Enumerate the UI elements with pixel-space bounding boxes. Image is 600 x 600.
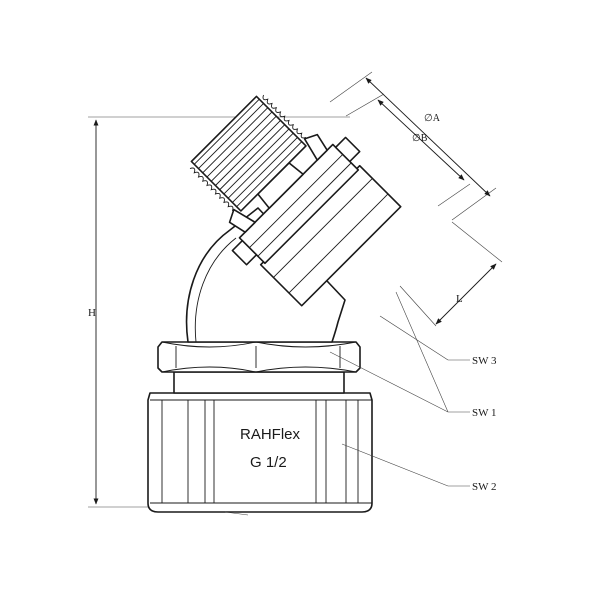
dim-b-extension xyxy=(345,93,385,117)
dim-b-line xyxy=(377,99,465,181)
sw1-face-arc xyxy=(161,341,257,348)
sw1-outline xyxy=(157,341,361,373)
dim-a-line xyxy=(365,77,491,197)
dim-b-extension xyxy=(437,183,471,207)
sw3-edge xyxy=(257,162,352,257)
sw2-outline xyxy=(147,392,373,513)
upper-assembly xyxy=(189,94,402,307)
thread-lines xyxy=(193,98,303,208)
dim-l-extension xyxy=(399,285,437,327)
sw1-face-arc xyxy=(255,341,357,348)
dim-l-extension xyxy=(451,221,503,263)
sw1-leader-line xyxy=(395,291,449,413)
leader-sw2: SW 2 xyxy=(341,443,497,493)
side-tab xyxy=(231,239,258,266)
dim-b-label: ∅B xyxy=(412,133,428,144)
dimension-l: L xyxy=(399,221,503,327)
sw3-label: SW 3 xyxy=(472,355,497,367)
sw2-base-tick xyxy=(224,511,249,516)
union-nut-sw2: RAHFlex G 1/2 xyxy=(147,392,373,516)
collet-finger xyxy=(228,208,256,233)
elbow-hex-edge xyxy=(288,193,389,294)
dim-a-extension xyxy=(329,71,373,103)
sw3-leader-line xyxy=(379,315,449,361)
dim-l-line xyxy=(435,263,497,325)
hex-sw1 xyxy=(157,341,361,373)
marking-brand-text: RAHFlex xyxy=(240,426,301,443)
sw2-label: SW 2 xyxy=(472,481,497,493)
sw3-edge xyxy=(249,154,344,249)
elbow-hex-edge xyxy=(273,178,373,278)
collet-finger xyxy=(303,133,328,161)
leader-sw3: SW 3 xyxy=(379,315,497,367)
neck-ring xyxy=(173,371,345,394)
elbow-body xyxy=(185,94,402,343)
sw1-face-arc xyxy=(161,366,257,373)
side-tab xyxy=(334,136,361,163)
elbow-outline xyxy=(185,207,346,343)
neck-outline xyxy=(173,371,345,394)
dimension-a-b: ∅A ∅B xyxy=(329,71,497,221)
dim-h-label: H xyxy=(88,307,96,319)
elbow-inner-curve xyxy=(194,237,237,343)
sw1-leader-line xyxy=(329,351,449,413)
marking-size-text: G 1/2 xyxy=(250,454,287,471)
conduit-outline xyxy=(190,95,307,212)
dim-a-extension xyxy=(451,187,497,221)
leader-sw1: SW 1 xyxy=(329,291,497,419)
thread-profile-left xyxy=(189,167,234,212)
sw1-label: SW 1 xyxy=(472,407,497,419)
dim-l-label: L xyxy=(456,293,463,305)
thread-profile-right xyxy=(262,94,307,139)
sw2-leader-line xyxy=(341,443,449,487)
conduit-thread xyxy=(189,94,307,212)
sw1-face-arc xyxy=(255,366,357,373)
dim-a-label: ∅A xyxy=(424,113,441,124)
